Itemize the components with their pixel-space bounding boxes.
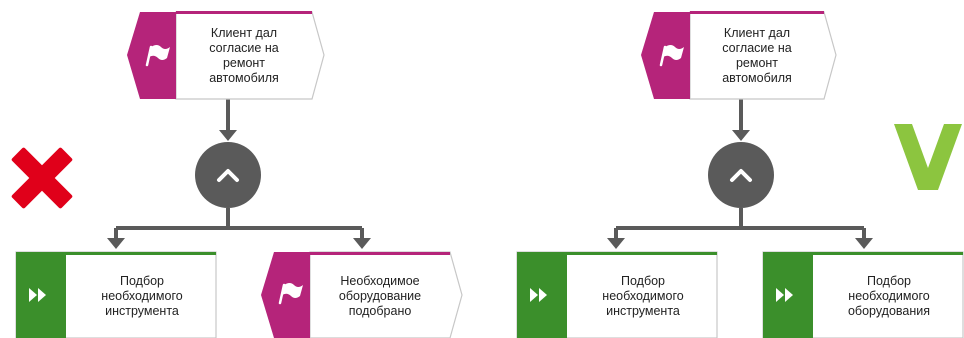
chevron-up-icon [730, 169, 752, 182]
and-operator-right[interactable] [708, 142, 774, 208]
event-label: Клиент дал согласие на ремонт автомобиля [178, 14, 310, 97]
function-label-text: Подбор необходимого инструмента [101, 273, 183, 318]
function-label: Подбор необходимого инструмента [571, 256, 715, 336]
function-label-text: Подбор необходимого инструмента [602, 273, 684, 318]
arrowhead [107, 238, 125, 249]
event-label-text: Необходимое оборудование подобрано [338, 273, 422, 318]
event-label-text: Клиент дал согласие на ремонт автомобиля [209, 25, 279, 85]
function-label: Подбор необходимого инструмента [70, 256, 214, 336]
function-label-text: Подбор необходимого оборудования [847, 273, 931, 318]
event-label: Клиент дал согласие на ремонт автомобиля [692, 14, 822, 97]
connector-lines-left [114, 99, 364, 240]
arrowhead [353, 238, 371, 249]
check-mark-icon [894, 124, 962, 190]
arrowheads-right [607, 130, 873, 249]
arrowhead [732, 130, 750, 141]
function-node-right-1[interactable] [516, 251, 718, 338]
fast-forward-icon [776, 288, 793, 302]
arrowhead [855, 238, 873, 249]
arrowheads-left [107, 130, 371, 249]
event-node-left-2[interactable] [261, 251, 463, 338]
fast-forward-icon [530, 288, 547, 302]
cross-mark-icon [11, 147, 73, 209]
flag-icon [278, 283, 303, 305]
event-label: Необходимое оборудование подобрано [312, 256, 448, 336]
flag-icon [145, 45, 170, 67]
function-node-right-2[interactable] [762, 251, 964, 338]
function-label: Подбор необходимого оборудования [817, 256, 961, 336]
event-node-top-right[interactable] [641, 11, 837, 100]
function-node-left-1[interactable] [15, 251, 217, 338]
and-operator-left[interactable] [195, 142, 261, 208]
fast-forward-icon [29, 288, 46, 302]
chevron-up-icon [217, 169, 239, 182]
event-node-top-left[interactable] [127, 11, 325, 100]
event-label-text: Клиент дал согласие на ремонт автомобиля [722, 25, 792, 85]
arrowhead [219, 130, 237, 141]
flag-icon [659, 45, 684, 67]
arrowhead [607, 238, 625, 249]
